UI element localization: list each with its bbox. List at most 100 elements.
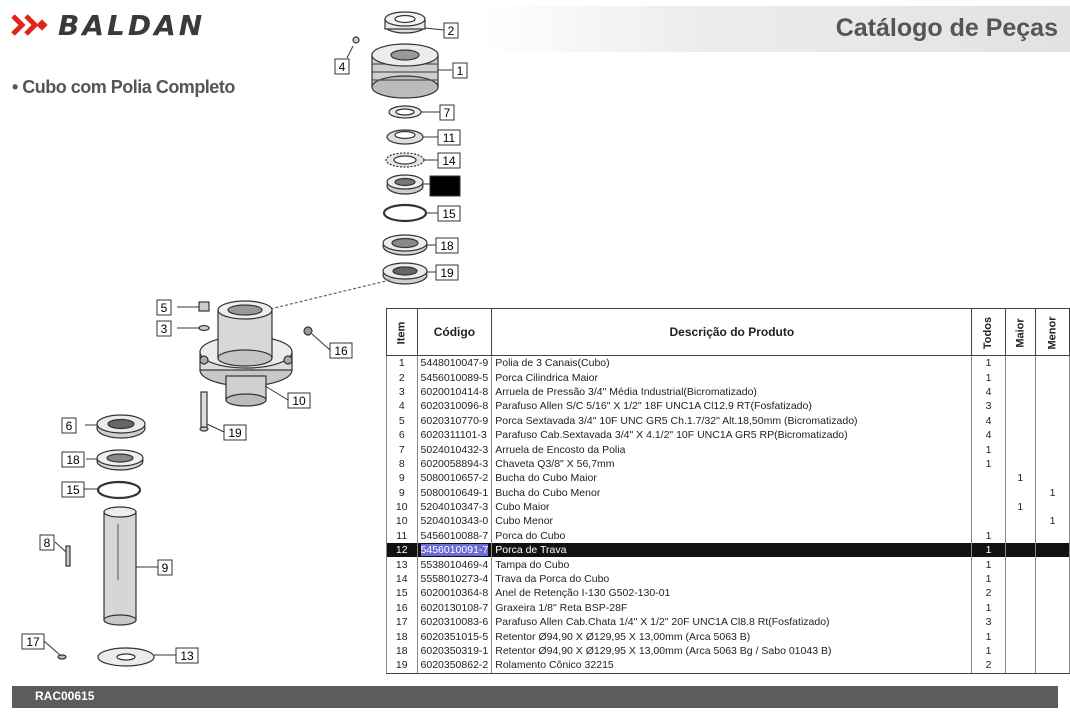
cell-code: 6020310096-8 bbox=[416, 399, 493, 414]
cell-code: 5080010649-1 bbox=[416, 485, 493, 500]
cell-menor bbox=[1034, 399, 1070, 414]
cell-item: 10 bbox=[386, 499, 418, 515]
callout-label: 3 bbox=[161, 322, 168, 336]
parts-table: Item Código Descrição do Produto Todos M… bbox=[386, 308, 1070, 674]
part-code: 5456010089-5 bbox=[420, 371, 489, 384]
brand-name: BALDAN bbox=[58, 8, 206, 42]
part-code: 5558010273-4 bbox=[420, 573, 489, 586]
cell-code: 6020130108-7 bbox=[416, 600, 493, 616]
callout-18[interactable]: 18 bbox=[61, 451, 85, 468]
callout-14[interactable]: 14 bbox=[437, 152, 461, 169]
part-code: 5024010432-3 bbox=[420, 443, 489, 456]
cell-maior bbox=[1004, 600, 1036, 616]
callout-3[interactable]: 3 bbox=[156, 320, 172, 337]
cell-menor bbox=[1034, 471, 1070, 486]
cell-item: 3 bbox=[386, 384, 418, 400]
cell-maior bbox=[1004, 528, 1036, 544]
callout-12[interactable]: 12 bbox=[429, 175, 461, 197]
cell-code: 6020350862-2 bbox=[416, 658, 493, 674]
cell-menor bbox=[1034, 571, 1070, 587]
callout-15[interactable]: 15 bbox=[437, 205, 461, 222]
callout-13[interactable]: 13 bbox=[175, 647, 199, 664]
cell-todos: 1 bbox=[971, 557, 1006, 572]
cell-maior bbox=[1004, 543, 1036, 558]
cell-menor bbox=[1034, 413, 1070, 428]
cell-desc: Porca Cilindrica Maior bbox=[491, 370, 973, 385]
page-title: Catálogo de Peças bbox=[835, 14, 1058, 42]
callout-5[interactable]: 5 bbox=[156, 299, 172, 316]
callout-11[interactable]: 11 bbox=[437, 129, 461, 146]
cell-desc: Bucha do Cubo Menor bbox=[491, 485, 973, 500]
callout-label: 11 bbox=[443, 131, 456, 145]
callout-1[interactable]: 1 bbox=[452, 62, 468, 79]
cell-code: 5558010273-4 bbox=[416, 571, 493, 587]
callout-4[interactable]: 4 bbox=[334, 58, 350, 75]
cell-menor: 1 bbox=[1034, 514, 1070, 529]
cell-maior: 1 bbox=[1004, 471, 1036, 486]
cell-menor bbox=[1034, 499, 1070, 515]
callout-16[interactable]: 16 bbox=[329, 342, 353, 359]
callout-label: 16 bbox=[334, 344, 348, 358]
cell-todos: 1 bbox=[971, 571, 1006, 587]
callout-9[interactable]: 9 bbox=[157, 559, 173, 576]
part-code: 6020310770-9 bbox=[420, 414, 489, 427]
cell-item: 9 bbox=[386, 485, 418, 500]
cell-desc: Cubo Maior bbox=[491, 499, 973, 515]
part-code: 6020311101-3 bbox=[420, 429, 487, 442]
cell-maior bbox=[1004, 586, 1036, 601]
cell-item: 6 bbox=[386, 427, 418, 443]
brand-chevron-icon bbox=[11, 14, 48, 36]
callout-8[interactable]: 8 bbox=[39, 534, 55, 551]
callout-7[interactable]: 7 bbox=[439, 104, 455, 121]
cell-item: 15 bbox=[386, 586, 418, 601]
callout-2[interactable]: 2 bbox=[443, 22, 459, 39]
cell-maior bbox=[1004, 485, 1036, 500]
cell-code: 5080010657-2 bbox=[416, 471, 493, 486]
cell-menor bbox=[1034, 586, 1070, 601]
callout-19[interactable]: 19 bbox=[435, 264, 459, 281]
cell-maior bbox=[1004, 442, 1036, 457]
callout-15[interactable]: 15 bbox=[61, 481, 85, 498]
callout-10[interactable]: 10 bbox=[287, 392, 311, 409]
cell-item: 10 bbox=[386, 514, 418, 529]
cell-code: 6020310770-9 bbox=[416, 413, 493, 428]
callout-19[interactable]: 19 bbox=[223, 424, 247, 441]
callout-17[interactable]: 17 bbox=[21, 633, 45, 650]
part-code: 6020350862-2 bbox=[420, 659, 489, 672]
callout-18[interactable]: 18 bbox=[435, 237, 459, 254]
cell-desc: Arruela de Pressão 3/4" Média Industrial… bbox=[491, 384, 973, 400]
part-code: 5456010088-7 bbox=[420, 529, 489, 542]
cell-maior bbox=[1004, 413, 1036, 428]
callout-label: 1 bbox=[457, 64, 464, 78]
cell-todos bbox=[971, 514, 1006, 529]
callout-6[interactable]: 6 bbox=[61, 417, 77, 434]
callout-label: 15 bbox=[442, 207, 456, 221]
cell-todos bbox=[971, 471, 1006, 486]
cell-menor bbox=[1034, 355, 1070, 371]
cell-todos: 4 bbox=[971, 384, 1006, 400]
part-code: 5080010649-1 bbox=[420, 486, 489, 499]
cell-maior bbox=[1004, 355, 1036, 371]
